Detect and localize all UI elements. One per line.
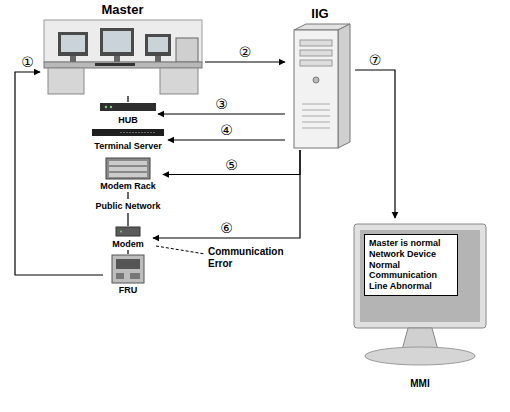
- hub-light: [105, 106, 107, 108]
- node-label: FRU: [119, 285, 138, 296]
- fru-part: [116, 273, 124, 279]
- monitor: [100, 28, 134, 56]
- monitor-stand: [70, 56, 76, 62]
- connector-arrow: [163, 150, 300, 175]
- master-station: Master: [40, 2, 205, 96]
- callout-number: ⑥: [219, 221, 234, 235]
- wall-panel: [44, 20, 202, 62]
- terminal-server: Terminal Server: [88, 128, 168, 152]
- error-note: Communication Error: [208, 246, 292, 270]
- power-button: [313, 77, 319, 83]
- monitor-base: [365, 347, 475, 365]
- public-network: Public Network: [78, 199, 178, 213]
- node-label: HUB: [118, 115, 138, 126]
- tower-side: [338, 24, 350, 148]
- iig-server: IIG: [285, 6, 355, 150]
- modem-body: [116, 227, 140, 236]
- callout-number: ③: [214, 97, 229, 111]
- mmi-monitor: MMI Master is normalNetwork Device Normal…: [350, 218, 490, 390]
- connector-line: [127, 192, 128, 199]
- drive-bay: [300, 50, 332, 56]
- callout-number: ④: [219, 123, 234, 137]
- node-label: IIG: [311, 6, 328, 22]
- monitor-screen: [148, 37, 168, 52]
- connector-line: [127, 96, 128, 102]
- rack-body: [106, 158, 150, 179]
- drive-bay: [300, 40, 332, 46]
- monitor: [58, 32, 88, 56]
- printer: [176, 38, 198, 62]
- modem-device: Modem: [103, 226, 153, 250]
- mmi-monitor-symbol: [354, 224, 486, 365]
- server-body: [92, 129, 164, 136]
- monitor-screen: [61, 35, 85, 52]
- error-leader: [156, 246, 205, 254]
- fru-body: [112, 255, 144, 283]
- connector-arrow: [158, 113, 285, 114]
- drive-bay: [300, 60, 332, 66]
- modem-symbol: [116, 227, 140, 236]
- callout-number: ②: [238, 45, 253, 59]
- monitor-bezel: [354, 224, 486, 328]
- connector-line: [127, 213, 128, 226]
- terminal-server-symbol: [92, 129, 164, 136]
- connector-arrow: [15, 72, 103, 275]
- iig-tower: [294, 24, 350, 148]
- keyboard: [95, 63, 135, 66]
- hub-body: [100, 103, 156, 111]
- screen-text: Network Device Normal: [369, 249, 453, 271]
- monitor-stand: [155, 56, 161, 62]
- node-label: Modem Rack: [100, 181, 156, 192]
- hub-symbol: [100, 103, 156, 111]
- connector-arrow: [153, 150, 300, 238]
- master-workstation: [44, 20, 202, 94]
- hub-device: HUB: [98, 102, 158, 126]
- fru-panel: [116, 259, 140, 269]
- desk-cabinet: [160, 68, 198, 94]
- callout-number: ⑤: [224, 158, 239, 172]
- hub-light: [110, 106, 112, 108]
- monitor: [145, 34, 171, 56]
- modem-rack-symbol: [106, 158, 150, 179]
- connector-arrow: [168, 139, 285, 140]
- monitor-stand: [114, 56, 120, 62]
- node-label: Modem: [112, 239, 144, 250]
- monitor-glass: [360, 230, 480, 322]
- callout-number: ①: [20, 55, 35, 69]
- rack-row: [109, 167, 147, 171]
- monitor-screen: [103, 31, 131, 52]
- node-label: Master: [102, 2, 144, 18]
- desk-top: [44, 62, 202, 68]
- rack-row: [109, 161, 147, 165]
- connector-arrow: [205, 61, 285, 62]
- node-label: Terminal Server: [94, 141, 161, 152]
- node-label: Public Network: [95, 201, 160, 212]
- desk-cabinet: [48, 68, 84, 94]
- connector-arrow: [355, 70, 395, 218]
- screen-panel: Master is normalNetwork Device NormalCom…: [364, 234, 458, 296]
- screen-text: Communication Line Abnormal: [369, 270, 453, 292]
- vent-lines: [302, 104, 330, 128]
- fru-device: FRU: [103, 254, 153, 296]
- server-ports: [120, 132, 156, 133]
- connector-line: [127, 250, 128, 254]
- modem-light: [120, 231, 122, 233]
- fru-symbol: [112, 255, 144, 283]
- tower-front: [294, 30, 338, 148]
- screen-text: Master is normal: [369, 238, 441, 249]
- fru-part: [130, 273, 140, 279]
- modem-rack: Modem Rack: [93, 157, 163, 192]
- rack-row: [109, 173, 147, 177]
- callout-number: ⑦: [368, 53, 383, 67]
- node-label: MMI: [410, 378, 429, 390]
